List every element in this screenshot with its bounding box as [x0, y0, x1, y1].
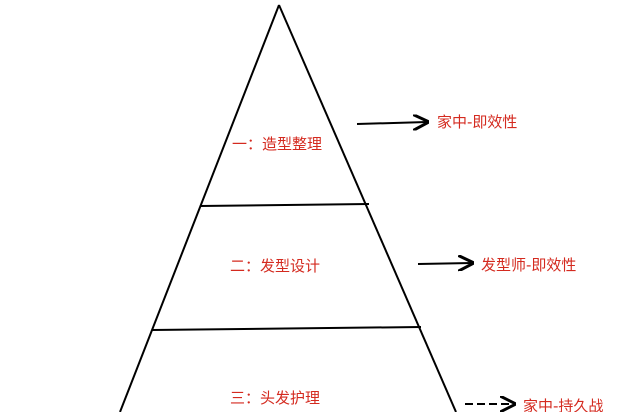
tier-divider-1: [199, 203, 370, 207]
tier-2-result: 发型师-即效性: [481, 256, 577, 274]
tier-3-label: 三：头发护理: [230, 389, 321, 407]
tier-3-result: 家中-持久战: [523, 397, 604, 412]
pyramid-left-edge: [119, 4, 280, 412]
arrow-1: [356, 122, 427, 124]
tier-1-result: 家中-即效性: [437, 113, 518, 131]
tier-divider-2: [151, 326, 422, 331]
tier-1-label: 一：造型整理: [232, 135, 323, 153]
arrow-2: [417, 263, 472, 264]
tier-2-label: 二：发型设计: [230, 257, 321, 275]
pyramid-right-edge: [278, 4, 457, 412]
